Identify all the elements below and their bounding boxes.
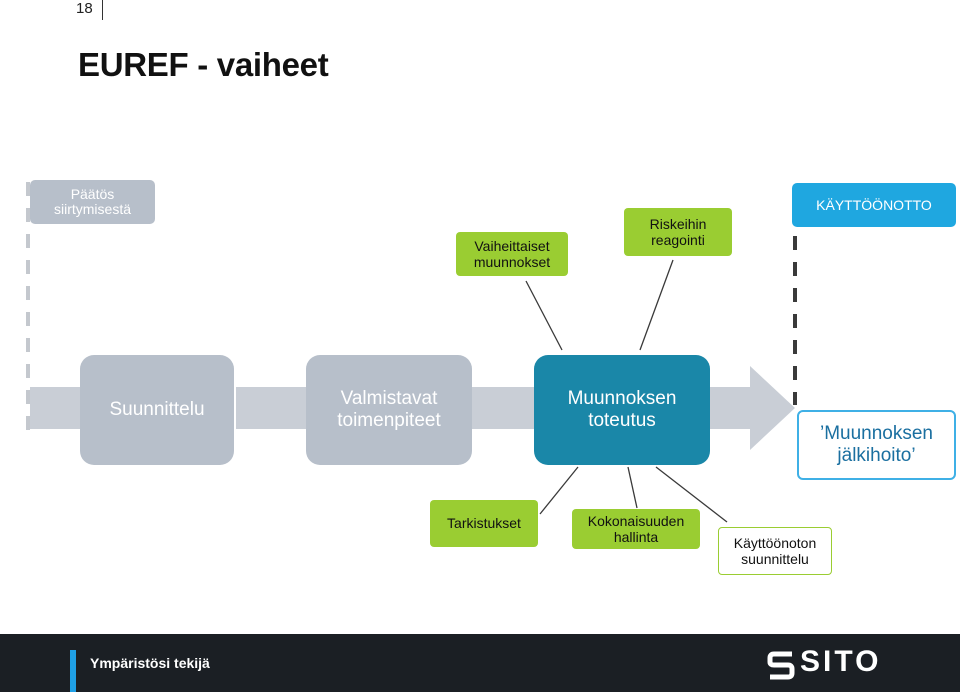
phase-planning: Suunnittelu	[80, 355, 234, 465]
footer-bar	[0, 634, 960, 692]
sito-logo-text: SITO	[800, 645, 882, 678]
checks-label: Tarkistukset	[430, 500, 538, 547]
flow-bar-segment-1	[30, 387, 82, 429]
flow-arrow	[710, 366, 795, 450]
phase-preparations: Valmistavat toimenpiteet	[306, 355, 472, 465]
phase-aftercare: ’Muunnoksen jälkihoito’	[797, 410, 956, 480]
footer-slogan: Ympäristösi tekijä	[90, 655, 210, 671]
page-number: 18	[76, 0, 93, 17]
deployment-planning-label: Käyttöönoton suunnittelu	[718, 527, 832, 575]
page-number-divider	[102, 0, 103, 20]
overall-management-label: Kokonaisuuden hallinta	[572, 509, 700, 549]
page-title: EUREF - vaiheet	[78, 46, 329, 83]
connector-gradual-changes	[525, 280, 563, 351]
decision-label: Päätös siirtymisestä	[30, 180, 155, 224]
connector-risk-response	[639, 259, 674, 351]
footer-accent-bar	[70, 650, 76, 692]
connector-deployment-planning	[655, 466, 728, 523]
deployment-label: KÄYTTÖÖNOTTO	[792, 183, 956, 227]
phase-execution: Muunnoksen toteutus	[534, 355, 710, 465]
sito-logo-icon	[767, 651, 795, 680]
connector-overall-management	[627, 466, 638, 509]
flow-bar-segment-3	[472, 387, 534, 429]
risk-response-label: Riskeihin reagointi	[624, 208, 732, 256]
connector-checks	[539, 466, 579, 515]
flow-bar-segment-2	[236, 387, 306, 429]
gradual-changes-label: Vaiheittaiset muunnokset	[456, 232, 568, 276]
